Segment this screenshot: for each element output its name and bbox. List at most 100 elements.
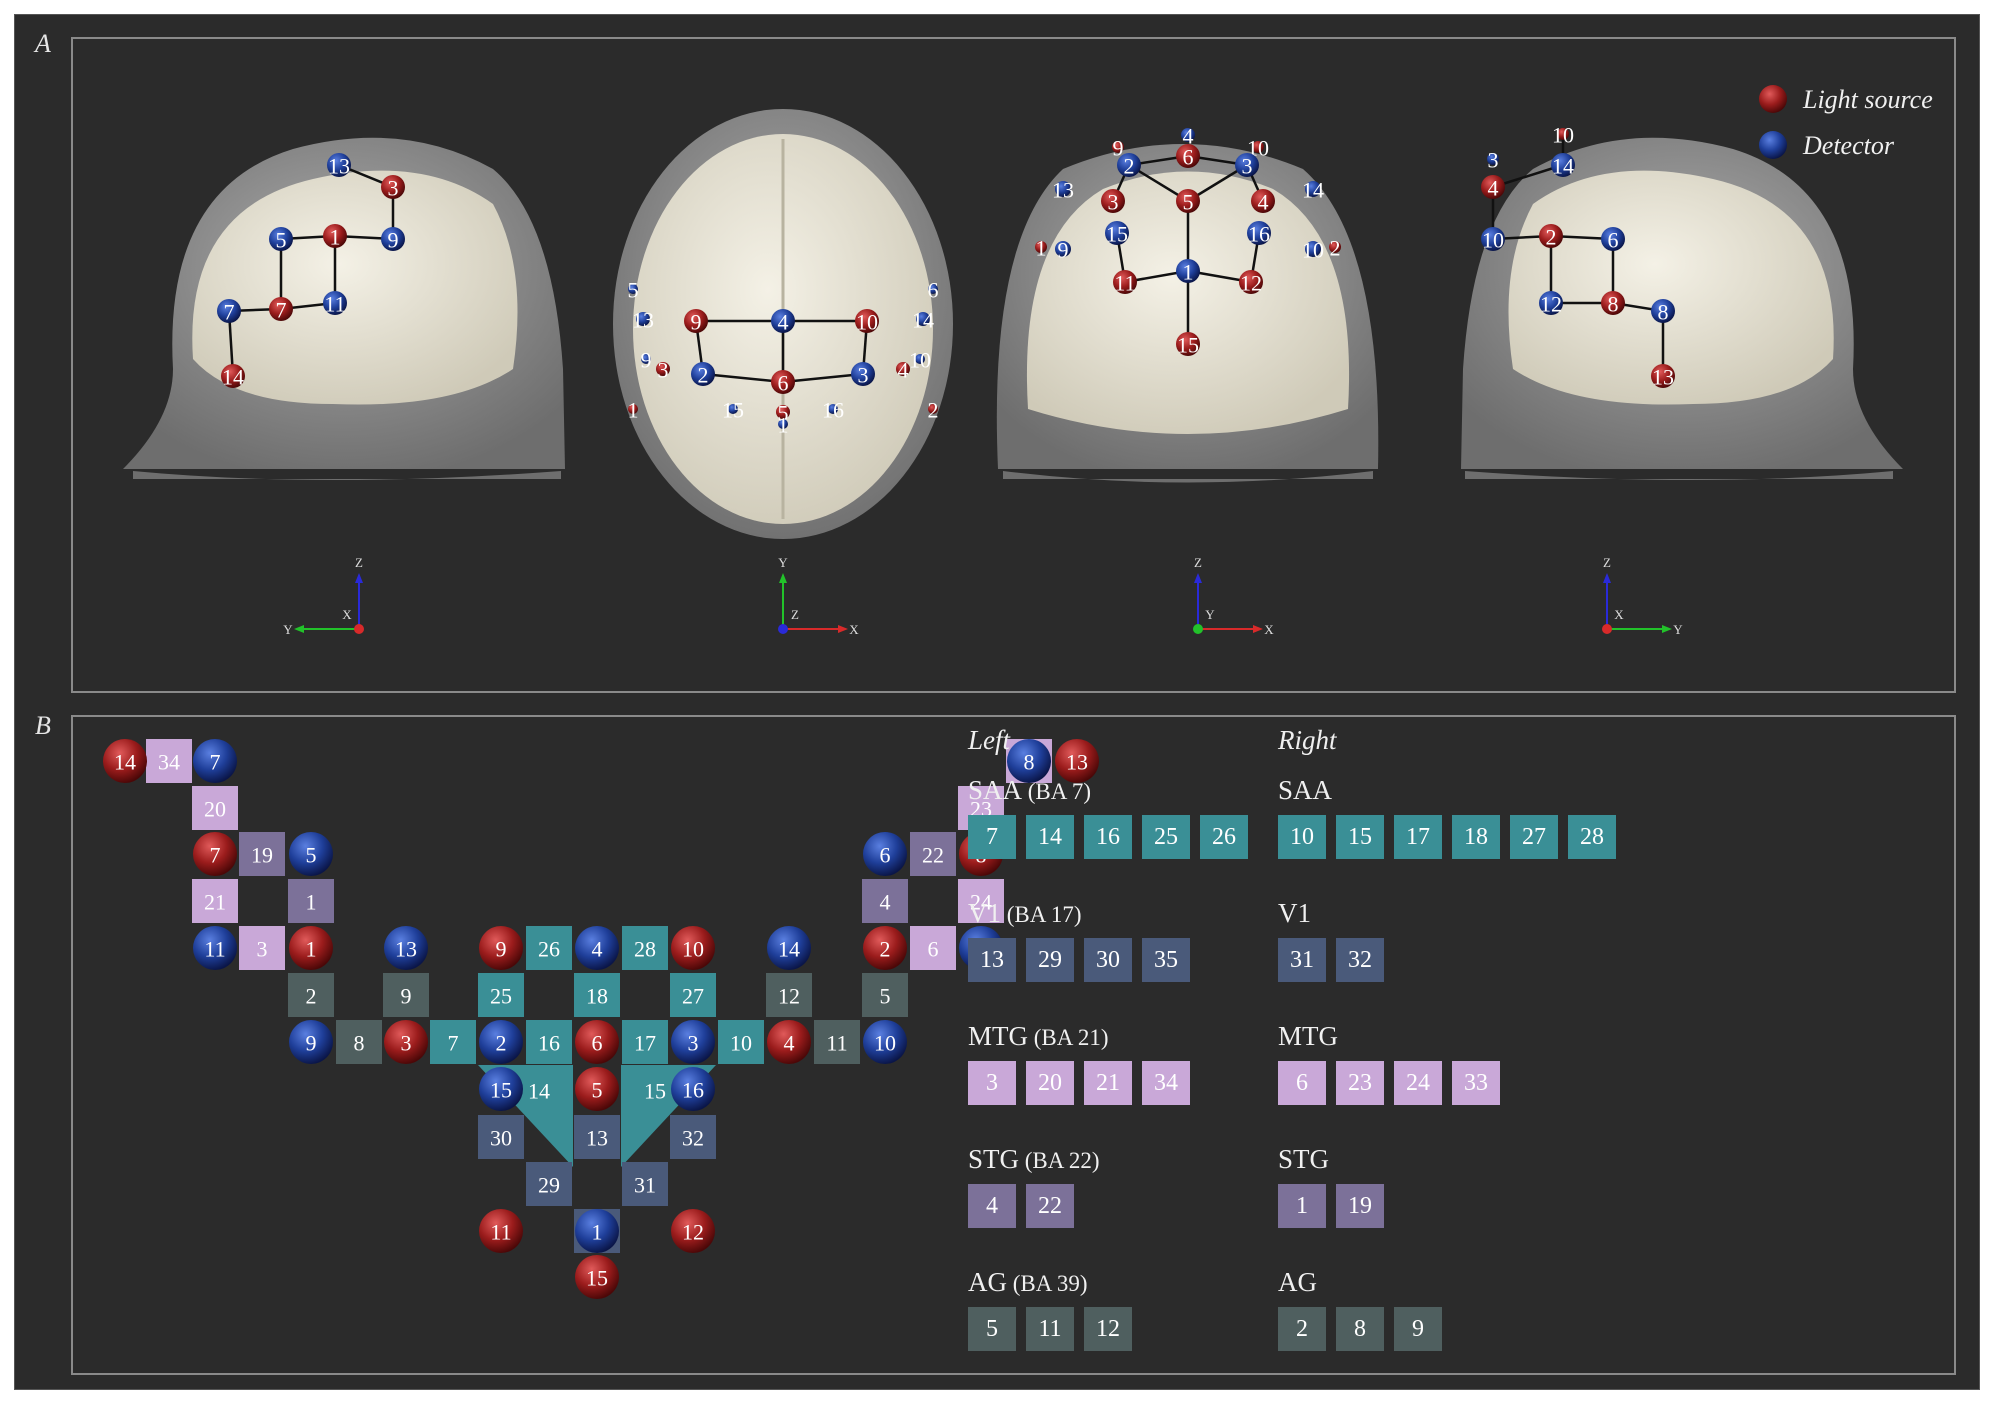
optode-number: 5 <box>628 278 639 303</box>
optode-number: 1 <box>778 413 789 438</box>
region-channel-chip: 6 <box>1278 1061 1326 1105</box>
detector-optode: 11 <box>193 926 237 970</box>
channel-number: 5 <box>880 984 891 1009</box>
detector-optode: 13 <box>632 308 654 333</box>
optode-number: 13 <box>1652 365 1674 390</box>
region-v1-left: V1 (BA 17) <box>968 898 1082 929</box>
channel-number: 19 <box>251 843 273 868</box>
brodmann-area: (BA 7) <box>1022 779 1092 804</box>
optode-number: 12 <box>1240 271 1262 296</box>
detector-optode: 10 <box>863 1020 907 1064</box>
legend-source-icon <box>1759 85 1787 113</box>
optode-number: 1 <box>628 398 639 423</box>
panel-a-label: A <box>35 29 51 58</box>
detector-optode: 4 <box>575 926 619 970</box>
optode-number: 5 <box>276 228 287 253</box>
channel-number: 12 <box>778 984 800 1009</box>
region-name: SAA <box>968 775 1023 805</box>
channel-square: 9 <box>383 973 429 1017</box>
optode-number: 16 <box>682 1078 704 1103</box>
light-source-optode: 2 <box>1539 224 1563 250</box>
optode-number: 11 <box>204 937 225 962</box>
optode-number: 5 <box>592 1078 603 1103</box>
channel-number: 31 <box>634 1173 656 1198</box>
optode-number: 4 <box>592 937 603 962</box>
optode-number: 13 <box>632 308 654 333</box>
channel-number: 28 <box>634 937 656 962</box>
channel-square: 26 <box>526 926 572 970</box>
brodmann-area: (BA 39) <box>1007 1271 1088 1296</box>
detector-optode: 4 <box>1181 124 1195 149</box>
channel-square: 12 <box>766 973 812 1017</box>
channel-number: 1 <box>306 890 317 915</box>
channel-square: 28 <box>622 926 668 970</box>
channel-square: 6 <box>910 926 956 970</box>
axis-label-vertical: Z <box>355 555 363 570</box>
neck-base <box>1465 471 1893 480</box>
channel-number: 13 <box>586 1126 608 1151</box>
optode-number: 6 <box>1608 228 1619 253</box>
channel-square: 30 <box>478 1115 524 1159</box>
axis-label-vertical: Z <box>1603 555 1611 570</box>
light-source-optode: 9 <box>1112 136 1124 161</box>
optode-number: 7 <box>210 750 221 775</box>
channel-square: 27 <box>670 973 716 1017</box>
region-name: V1 <box>1278 898 1311 928</box>
axis-label-horizontal: Y <box>283 622 293 637</box>
optode-number: 3 <box>1242 154 1253 179</box>
channel-square: 1 <box>288 879 334 923</box>
region-name: V1 <box>968 898 1001 928</box>
channel-number: 9 <box>401 984 412 1009</box>
channel-number: 26 <box>538 937 560 962</box>
channel-number: 34 <box>158 750 180 775</box>
detector-optode: 9 <box>381 227 405 253</box>
optode-number: 9 <box>1113 136 1124 161</box>
detector-optode: 7 <box>193 739 237 783</box>
light-source-optode: 4 <box>767 1020 811 1064</box>
region-channel-chip: 33 <box>1452 1061 1500 1105</box>
optode-number: 12 <box>682 1220 704 1245</box>
optode-number: 11 <box>324 292 345 317</box>
detector-optode: 5 <box>269 227 293 253</box>
detector-optode: 11 <box>323 291 347 317</box>
detector-optode: 15 <box>479 1067 523 1111</box>
legend-detector-text: Detector <box>1802 131 1895 160</box>
region-channel-chip: 3 <box>968 1061 1016 1105</box>
channel-square: 31 <box>622 1162 668 1206</box>
region-channel-chip: 34 <box>1142 1061 1190 1105</box>
light-source-optode: 1 <box>323 224 347 250</box>
channel-number: 30 <box>490 1126 512 1151</box>
optode-number: 16 <box>1248 222 1270 247</box>
region-channel-chip: 22 <box>1026 1184 1074 1228</box>
connection-line <box>782 372 864 384</box>
axis-label-vertical: Z <box>1194 555 1202 570</box>
optode-number: 14 <box>1552 154 1574 179</box>
channel-number: 22 <box>922 843 944 868</box>
channel-number: 29 <box>538 1173 560 1198</box>
detector-optode: 13 <box>1052 178 1074 203</box>
channel-number: 8 <box>354 1031 365 1056</box>
optode-number: 4 <box>778 310 789 335</box>
optode-number: 2 <box>1124 154 1135 179</box>
light-source-optode: 9 <box>684 309 708 335</box>
light-source-optode: 12 <box>671 1209 715 1253</box>
detector-optode: 3 <box>1487 148 1499 173</box>
optode-number: 16 <box>822 398 844 423</box>
detector-optode: 16 <box>1247 221 1271 247</box>
light-source-optode: 7 <box>193 832 237 876</box>
region-channel-chip: 25 <box>1142 815 1190 859</box>
region-channel-chip: 9 <box>1394 1307 1442 1351</box>
channel-square: 8 <box>336 1020 382 1064</box>
region-channel-chip: 7 <box>968 815 1016 859</box>
channel-square: 3 <box>239 926 285 970</box>
light-source-optode: 2 <box>1329 236 1341 261</box>
channel-square: 5 <box>862 973 908 1017</box>
light-source-optode: 14 <box>103 739 147 783</box>
channel-number: 7 <box>448 1031 459 1056</box>
optode-number: 6 <box>778 371 789 396</box>
light-source-optode: 1 <box>628 398 639 423</box>
channel-square: 19 <box>239 832 285 876</box>
channel-square: 34 <box>146 739 192 783</box>
